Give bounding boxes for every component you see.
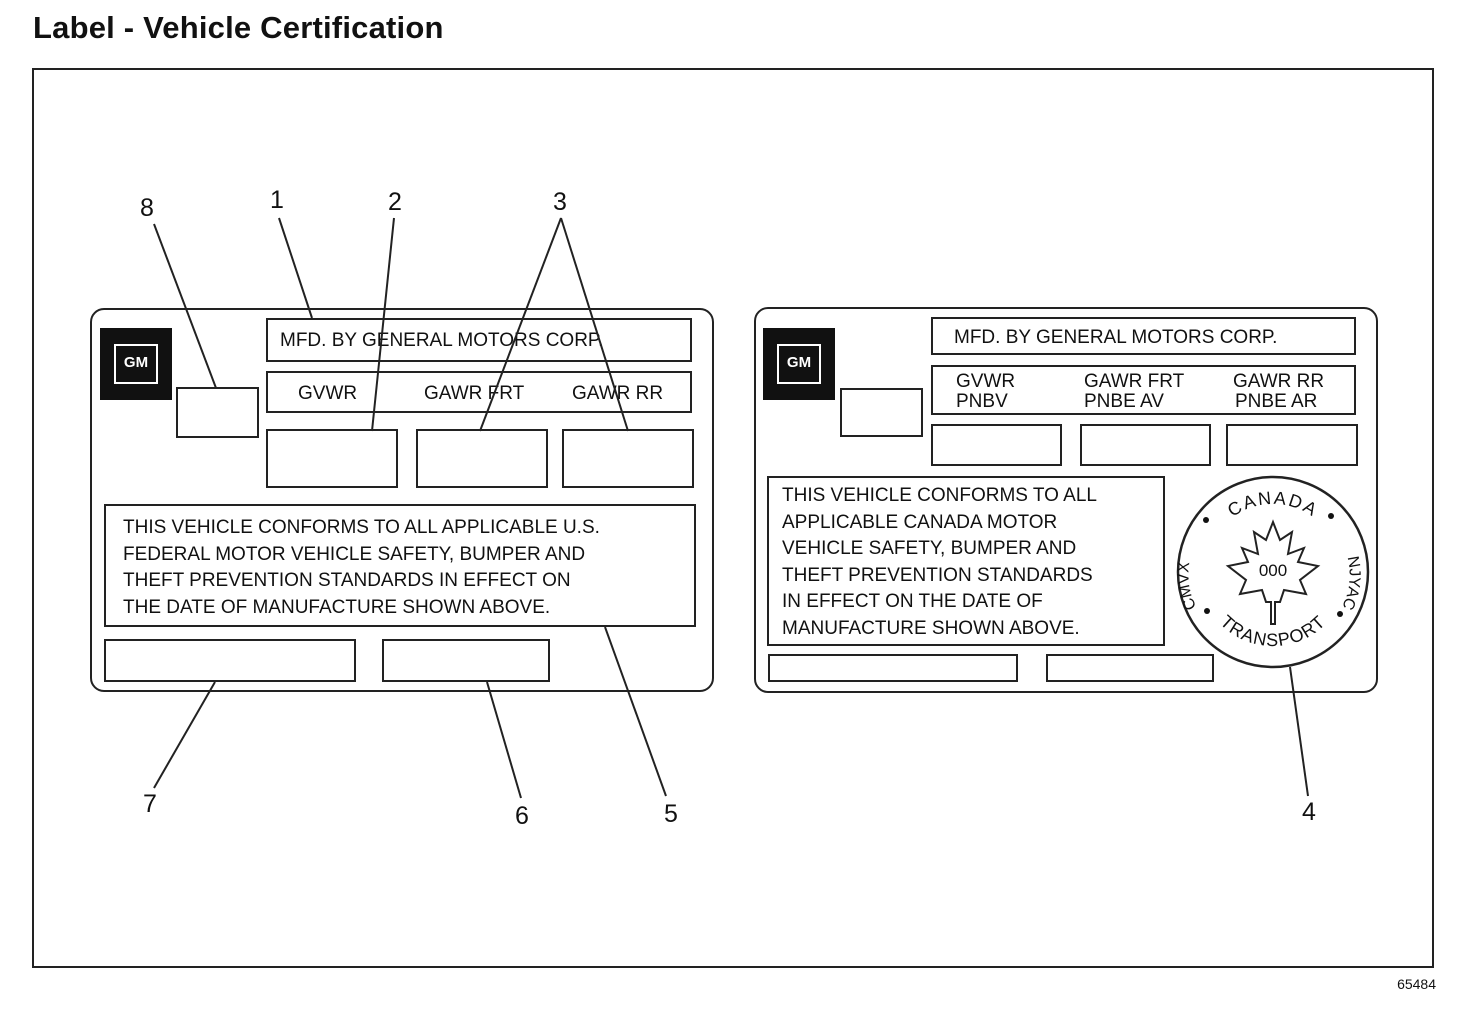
- callout-7: 7: [143, 790, 157, 818]
- gm-logo-mark: GM: [114, 344, 158, 384]
- callout-6: 6: [515, 802, 529, 830]
- canada-gawr-frt-header: GAWR FRT: [1084, 371, 1185, 392]
- canada-gawr-rr-header: GAWR RR: [1233, 371, 1325, 392]
- canada-statement-text: THIS VEHICLE CONFORMS TO ALL APPLICABLE …: [782, 485, 1097, 639]
- canada-manufacturer-text: MFD. BY GENERAL MOTORS CORP.: [954, 327, 1278, 348]
- vin-box: [104, 639, 356, 682]
- canada-vin-box: [768, 654, 1018, 682]
- gm-logo-text: GM: [123, 354, 149, 371]
- figure-frame: [32, 68, 1434, 968]
- gm-logo-canada-mark: GM: [777, 344, 821, 384]
- date-box: [176, 387, 259, 438]
- callout-4: 4: [1302, 798, 1316, 826]
- us-statement-text: THIS VEHICLE CONFORMS TO ALL APPLICABLE …: [123, 517, 600, 618]
- figure-id: 65484: [1397, 976, 1436, 992]
- gm-logo-icon: GM: [100, 328, 172, 400]
- manufacturer-text: MFD. BY GENERAL MOTORS CORP.: [280, 330, 604, 351]
- canada-pnbe-ar-header: PNBE AR: [1235, 391, 1318, 412]
- callout-2: 2: [388, 188, 402, 216]
- gvwr-header: GVWR: [298, 383, 358, 404]
- canada-manufacturer-box: MFD. BY GENERAL MOTORS CORP.: [931, 317, 1356, 355]
- us-statement-box: THIS VEHICLE CONFORMS TO ALL APPLICABLE …: [104, 504, 696, 627]
- us-certification-label: [90, 308, 714, 692]
- canada-gawr-frt-value-box: [1080, 424, 1211, 466]
- callout-8: 8: [140, 194, 154, 222]
- canada-pnbv-header: PNBV: [956, 391, 1008, 412]
- canada-weight-header-box: GVWR PNBV GAWR FRT PNBE AV GAWR RR PNBE …: [931, 365, 1356, 415]
- canada-gvwr-value-box: [931, 424, 1062, 466]
- canada-gvwr-header: GVWR: [956, 371, 1016, 392]
- canada-statement-box: THIS VEHICLE CONFORMS TO ALL APPLICABLE …: [767, 476, 1165, 646]
- type-box: [382, 639, 550, 682]
- canada-type-box: [1046, 654, 1214, 682]
- callout-3: 3: [553, 188, 567, 216]
- canada-pnbe-av-header: PNBE AV: [1084, 391, 1164, 412]
- callout-1: 1: [270, 186, 284, 214]
- weight-header-box: GVWR GAWR FRT GAWR RR: [266, 371, 692, 413]
- gvwr-value-box: [266, 429, 398, 488]
- canada-gawr-rr-value-box: [1226, 424, 1358, 466]
- gawr-rr-header: GAWR RR: [572, 383, 664, 404]
- manufacturer-box: MFD. BY GENERAL MOTORS CORP.: [266, 318, 692, 362]
- page-title: Label - Vehicle Certification: [33, 10, 444, 45]
- canada-date-box: [840, 388, 923, 437]
- gm-logo-canada-icon: GM: [763, 328, 835, 400]
- gm-logo-canada-text: GM: [786, 354, 812, 371]
- gawr-rr-value-box: [562, 429, 694, 488]
- gawr-frt-header: GAWR FRT: [424, 383, 525, 404]
- gawr-frt-value-box: [416, 429, 548, 488]
- callout-5: 5: [664, 800, 678, 828]
